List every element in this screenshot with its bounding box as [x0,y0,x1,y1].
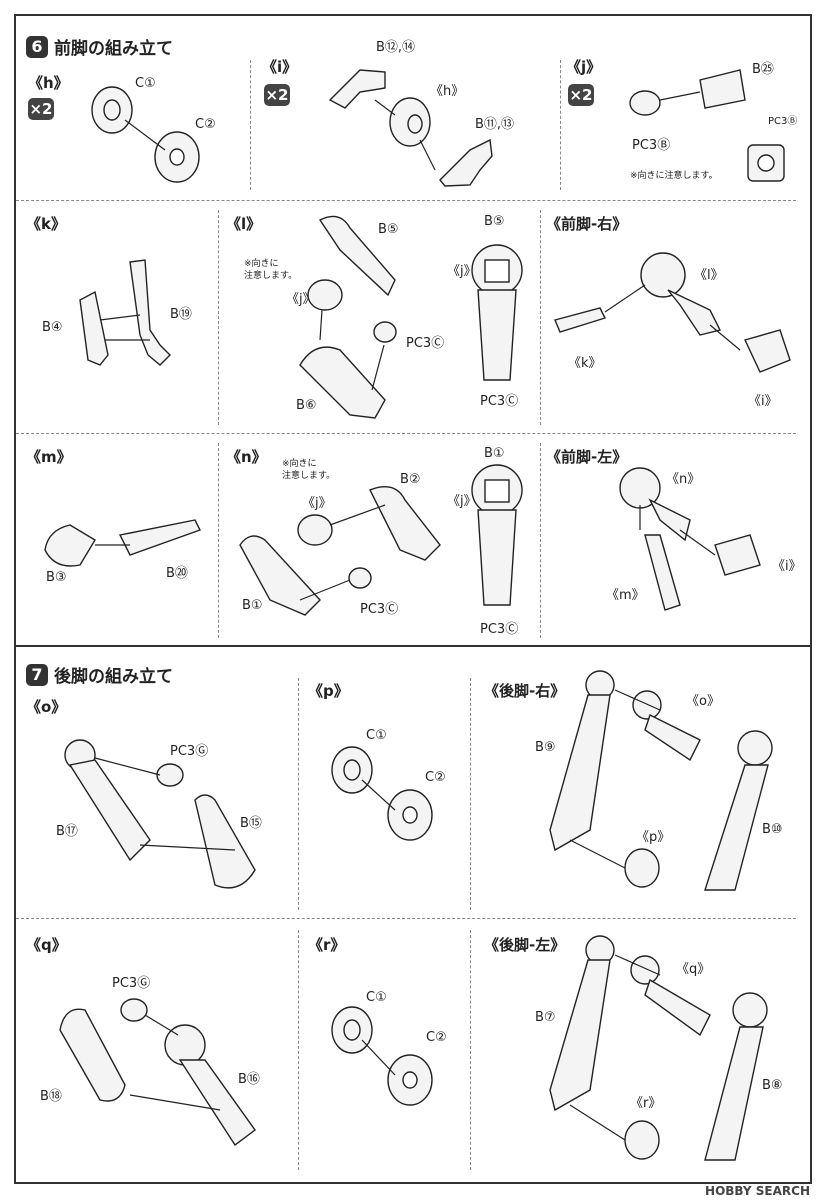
panel-front-left-label: 《前脚-左》 [546,448,628,466]
row-divider [16,200,796,201]
part-label: B⑨ [535,740,556,755]
col-divider [250,60,251,190]
orientation-note: ※向きに 注意します。 [282,459,336,481]
part-label: B④ [42,320,63,335]
part-label: B⑤ [378,222,399,237]
section-6-header: 6 前脚の組み立て [26,34,173,59]
multiplier-badge: ×2 [264,84,290,106]
part-label: B⑫,⑭ [376,40,416,55]
part-label: C② [426,1030,447,1045]
panel-rear-left-label: 《後脚-左》 [484,936,566,954]
instruction-sheet [14,14,812,1184]
panel-rear-right-label: 《後脚-右》 [484,682,566,700]
part-label: B⑰ [56,824,78,839]
part-label: 《l》 [694,268,724,283]
panel-n-label: 《n》 [226,448,267,466]
panel-m-label: 《m》 [26,448,72,466]
part-label: B⑤ [484,214,505,229]
part-label: 《r》 [630,1096,662,1111]
part-label: B⑮ [240,816,262,831]
section-title: 前脚の組み立て [54,39,173,59]
part-label: 《j》 [302,496,332,511]
section-number: 7 [26,663,48,686]
part-label: 《m》 [606,588,645,603]
panel-h-label: 《h》 [28,74,69,92]
part-label: PC3Ⓒ [480,622,519,637]
part-label: PC3Ⓖ [112,976,151,991]
part-label: 《n》 [666,472,701,487]
part-label: B⑪,⑬ [475,117,515,132]
multiplier-badge: ×2 [568,84,594,106]
part-label: 《j》 [286,292,316,307]
col-divider [540,210,541,425]
section-number: 6 [26,35,48,58]
part-label: PC3Ⓑ [632,138,671,153]
part-label: 《o》 [686,694,720,709]
part-label: B② [400,472,421,487]
col-divider [470,678,471,910]
part-label: 《h》 [430,84,465,99]
part-label: 《p》 [636,830,671,845]
panel-j-label: 《j》 [566,58,602,76]
part-label: PC3Ⓒ [406,336,445,351]
multiplier-badge: ×2 [28,98,54,120]
col-divider [540,443,541,638]
part-label: B⑥ [296,398,317,413]
part-label: PC3Ⓑ [768,116,798,127]
part-label: C② [195,117,216,132]
panel-k-label: 《k》 [26,215,66,233]
orientation-note: ※向きに 注意します。 [244,259,298,281]
part-label: 《i》 [748,394,778,409]
panel-q-label: 《q》 [26,936,67,954]
part-label: 《j》 [447,264,477,279]
panel-p-label: 《p》 [308,682,349,700]
col-divider [470,930,471,1170]
part-label: B⑩ [762,822,783,837]
part-label: PC3Ⓒ [360,602,399,617]
part-label: B① [242,598,263,613]
col-divider [560,60,561,190]
panel-r-label: 《r》 [308,936,346,954]
section-title: 後脚の組み立て [54,667,173,687]
part-label: B㉕ [752,62,774,77]
section-divider [14,645,812,647]
part-label: 《q》 [676,962,711,977]
part-label: B⑲ [170,307,192,322]
col-divider [298,930,299,1170]
part-label: B① [484,446,505,461]
col-divider [298,678,299,910]
panel-i-label: 《i》 [262,58,298,76]
part-label: B⑱ [40,1089,62,1104]
col-divider [218,443,219,638]
part-label: C① [366,990,387,1005]
orientation-note: ※向きに注意します。 [630,171,718,181]
row-divider [16,918,796,919]
part-label: B⑧ [762,1078,783,1093]
panel-l-label: 《l》 [226,215,262,233]
part-label: PC3Ⓒ [480,394,519,409]
part-label: 《k》 [568,356,602,371]
part-label: B⑯ [238,1072,260,1087]
part-label: PC3Ⓖ [170,744,209,759]
part-label: C① [135,76,156,91]
section-7-header: 7 後脚の組み立て [26,662,173,687]
part-label: B③ [46,570,67,585]
panel-front-right-label: 《前脚-右》 [546,215,628,233]
part-label: B⑦ [535,1010,556,1025]
watermark: HOBBY SEARCH [705,1184,810,1198]
col-divider [218,210,219,425]
part-label: 《i》 [772,559,802,574]
part-label: 《j》 [447,494,477,509]
row-divider [16,433,796,434]
part-label: C① [366,728,387,743]
part-label: B⑳ [166,566,188,581]
part-label: C② [425,770,446,785]
panel-o-label: 《o》 [26,698,67,716]
